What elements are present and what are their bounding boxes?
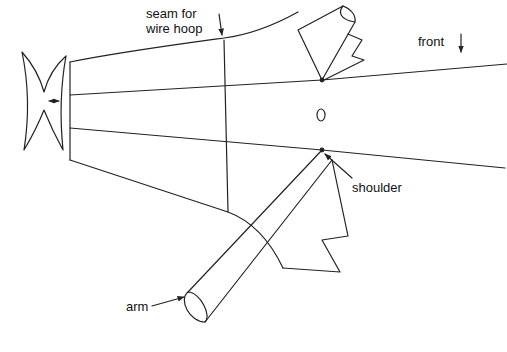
side-piece <box>22 52 66 150</box>
wire-hoop-seam <box>224 40 228 212</box>
panel-left-edge <box>69 62 70 160</box>
panel-bottom-edge <box>70 160 283 268</box>
seam-label: seam for wire hoop <box>146 6 212 36</box>
part-label: shoulder <box>352 180 402 195</box>
leader-arrow <box>325 154 352 178</box>
leader-arrow <box>219 14 222 35</box>
lower-arm-panel <box>283 160 348 272</box>
lower-arm-tube <box>188 150 332 322</box>
leader-arrow <box>152 297 184 306</box>
upper-arm-panel <box>324 34 364 80</box>
neck-hole <box>317 109 325 121</box>
front-line-lower <box>70 128 505 168</box>
upper-arm-cap <box>341 6 355 22</box>
front-line-upper <box>70 64 507 95</box>
lower-arm-cap <box>184 292 207 322</box>
part-label: arm <box>126 299 148 314</box>
leader-arrow <box>460 34 461 52</box>
small-double-arrow <box>49 101 59 102</box>
direction-label: front <box>418 34 444 49</box>
